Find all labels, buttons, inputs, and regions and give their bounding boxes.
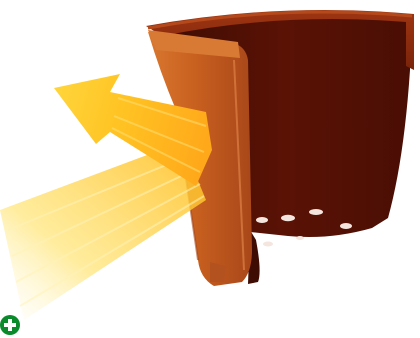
expand-button[interactable] [0, 315, 20, 335]
plus-icon [0, 315, 20, 335]
